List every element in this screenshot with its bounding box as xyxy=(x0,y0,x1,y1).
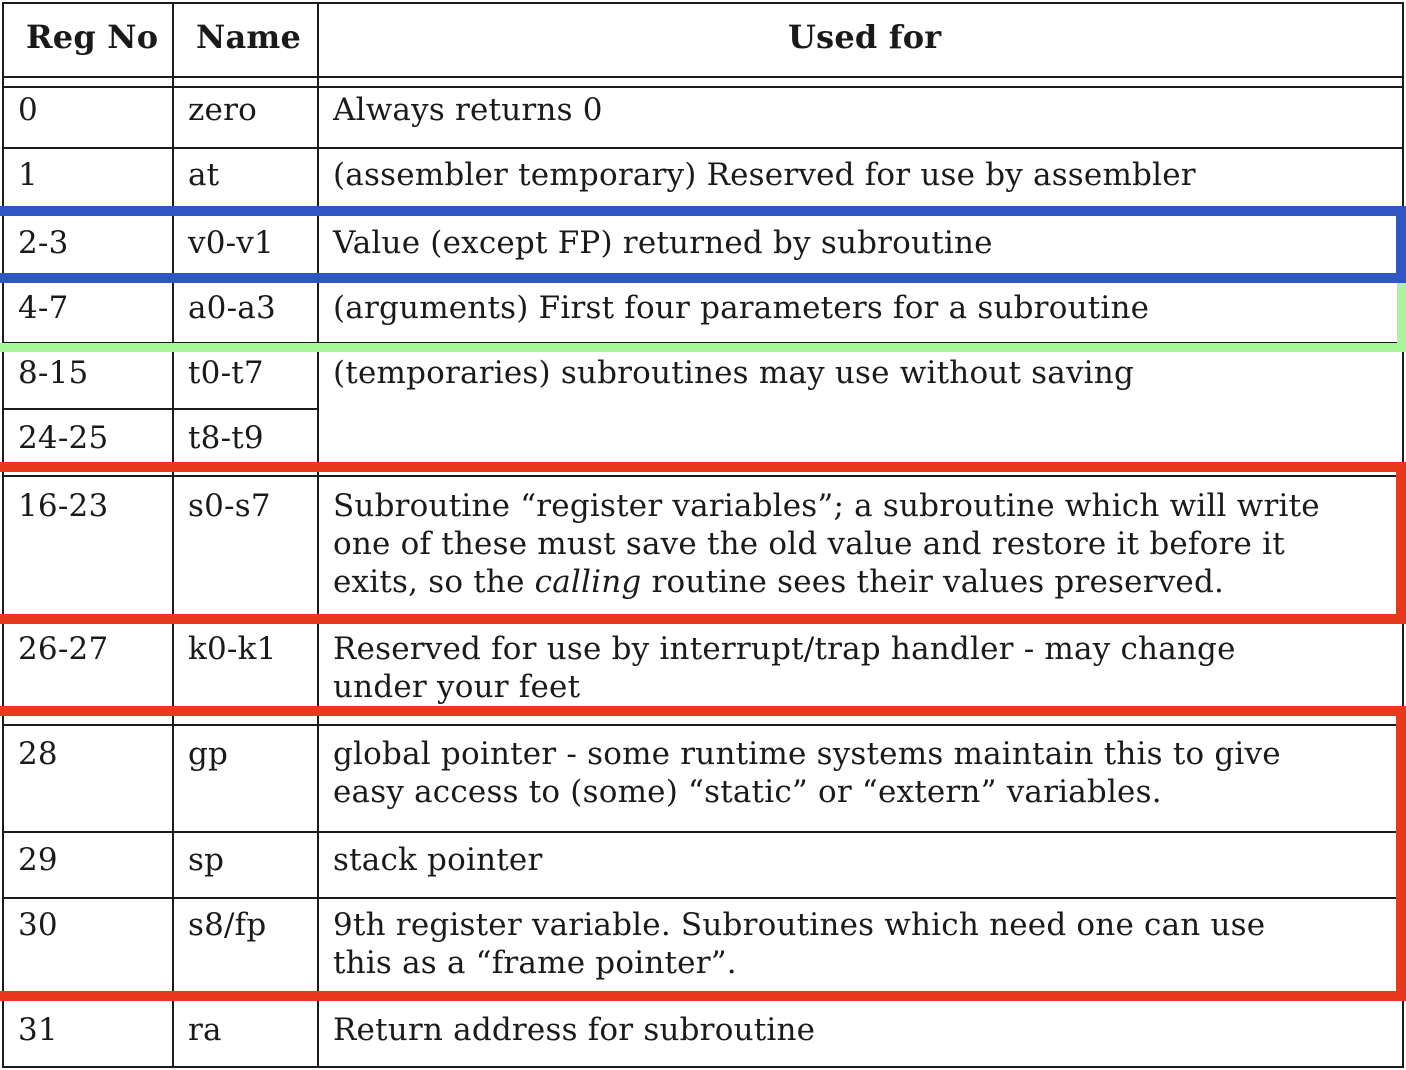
reg-number: 31 xyxy=(18,1012,58,1048)
reg-usage-line: Subroutine “register variables”; a subro… xyxy=(333,488,1320,524)
reg-name: sp xyxy=(188,842,225,878)
row-rule-partial xyxy=(2,408,318,410)
reg-name: ra xyxy=(188,1012,222,1048)
reg-usage-line: one of these must save the old value and… xyxy=(333,526,1285,562)
reg-name: at xyxy=(188,157,220,193)
reg-number: 29 xyxy=(18,842,58,878)
reg-number: 16-23 xyxy=(18,488,109,524)
reg-number: 24-25 xyxy=(18,420,109,456)
reg-usage: Always returns 0 xyxy=(333,92,603,128)
red-highlight-box-saved-registers xyxy=(0,462,1406,624)
reg-name: t8-t9 xyxy=(188,420,264,456)
column-divider-1 xyxy=(172,2,174,1068)
reg-name: t0-t7 xyxy=(188,355,264,391)
blue-highlight-box xyxy=(0,206,1406,283)
reg-usage: Value (except FP) returned by subroutine xyxy=(333,225,993,261)
reg-number: 26-27 xyxy=(18,631,109,667)
reg-usage: Return address for subroutine xyxy=(333,1012,816,1048)
reg-usage: (temporaries) subroutines may use withou… xyxy=(333,355,1135,391)
column-divider-2 xyxy=(317,2,319,1068)
reg-usage-line: easy access to (some) “static” or “exter… xyxy=(333,774,1162,810)
reg-usage-line: Reserved for use by interrupt/trap handl… xyxy=(333,631,1236,667)
reg-name: zero xyxy=(188,92,257,128)
reg-number: 30 xyxy=(18,907,58,943)
reg-usage-line: under your feet xyxy=(333,669,581,705)
usage-text: routine sees their values preserved. xyxy=(641,564,1225,600)
header-rule-1 xyxy=(2,76,1404,78)
header-reg-no: Reg No xyxy=(26,18,159,56)
reg-usage-line: this as a “frame pointer”. xyxy=(333,945,737,981)
reg-number: 2-3 xyxy=(18,225,69,261)
table-border-top xyxy=(2,2,1404,4)
table-border-left xyxy=(2,2,4,1068)
row-rule xyxy=(2,897,1404,899)
reg-usage: (arguments) First four parameters for a … xyxy=(333,290,1150,326)
row-rule xyxy=(2,831,1404,833)
usage-italic-text: calling xyxy=(534,564,642,600)
reg-usage-line: 9th register variable. Subroutines which… xyxy=(333,907,1266,943)
reg-name: gp xyxy=(188,736,229,772)
reg-name: v0-v1 xyxy=(188,225,274,261)
table-border-bottom xyxy=(2,1066,1404,1068)
reg-number: 1 xyxy=(18,157,38,193)
reg-number: 28 xyxy=(18,736,58,772)
reg-usage-line: global pointer - some runtime systems ma… xyxy=(333,736,1281,772)
header-rule-2 xyxy=(2,86,1404,88)
reg-name: k0-k1 xyxy=(188,631,277,667)
row-rule xyxy=(2,475,1404,477)
reg-number: 4-7 xyxy=(18,290,69,326)
reg-usage-line: exits, so the calling routine sees their… xyxy=(333,563,1224,601)
usage-text: exits, so the xyxy=(333,564,535,600)
reg-name: s8/fp xyxy=(188,907,267,943)
header-used-for: Used for xyxy=(788,18,942,56)
reg-name: a0-a3 xyxy=(188,290,276,326)
reg-usage: stack pointer xyxy=(333,842,543,878)
row-rule xyxy=(2,724,1404,726)
header-name: Name xyxy=(196,18,302,56)
reg-number: 8-15 xyxy=(18,355,89,391)
green-highlight-box xyxy=(0,272,1406,352)
reg-usage: (assembler temporary) Reserved for use b… xyxy=(333,157,1196,193)
reg-name: s0-s7 xyxy=(188,488,271,524)
reg-number: 0 xyxy=(18,92,38,128)
row-rule xyxy=(2,147,1404,149)
red-highlight-box-pointers xyxy=(0,706,1406,1001)
